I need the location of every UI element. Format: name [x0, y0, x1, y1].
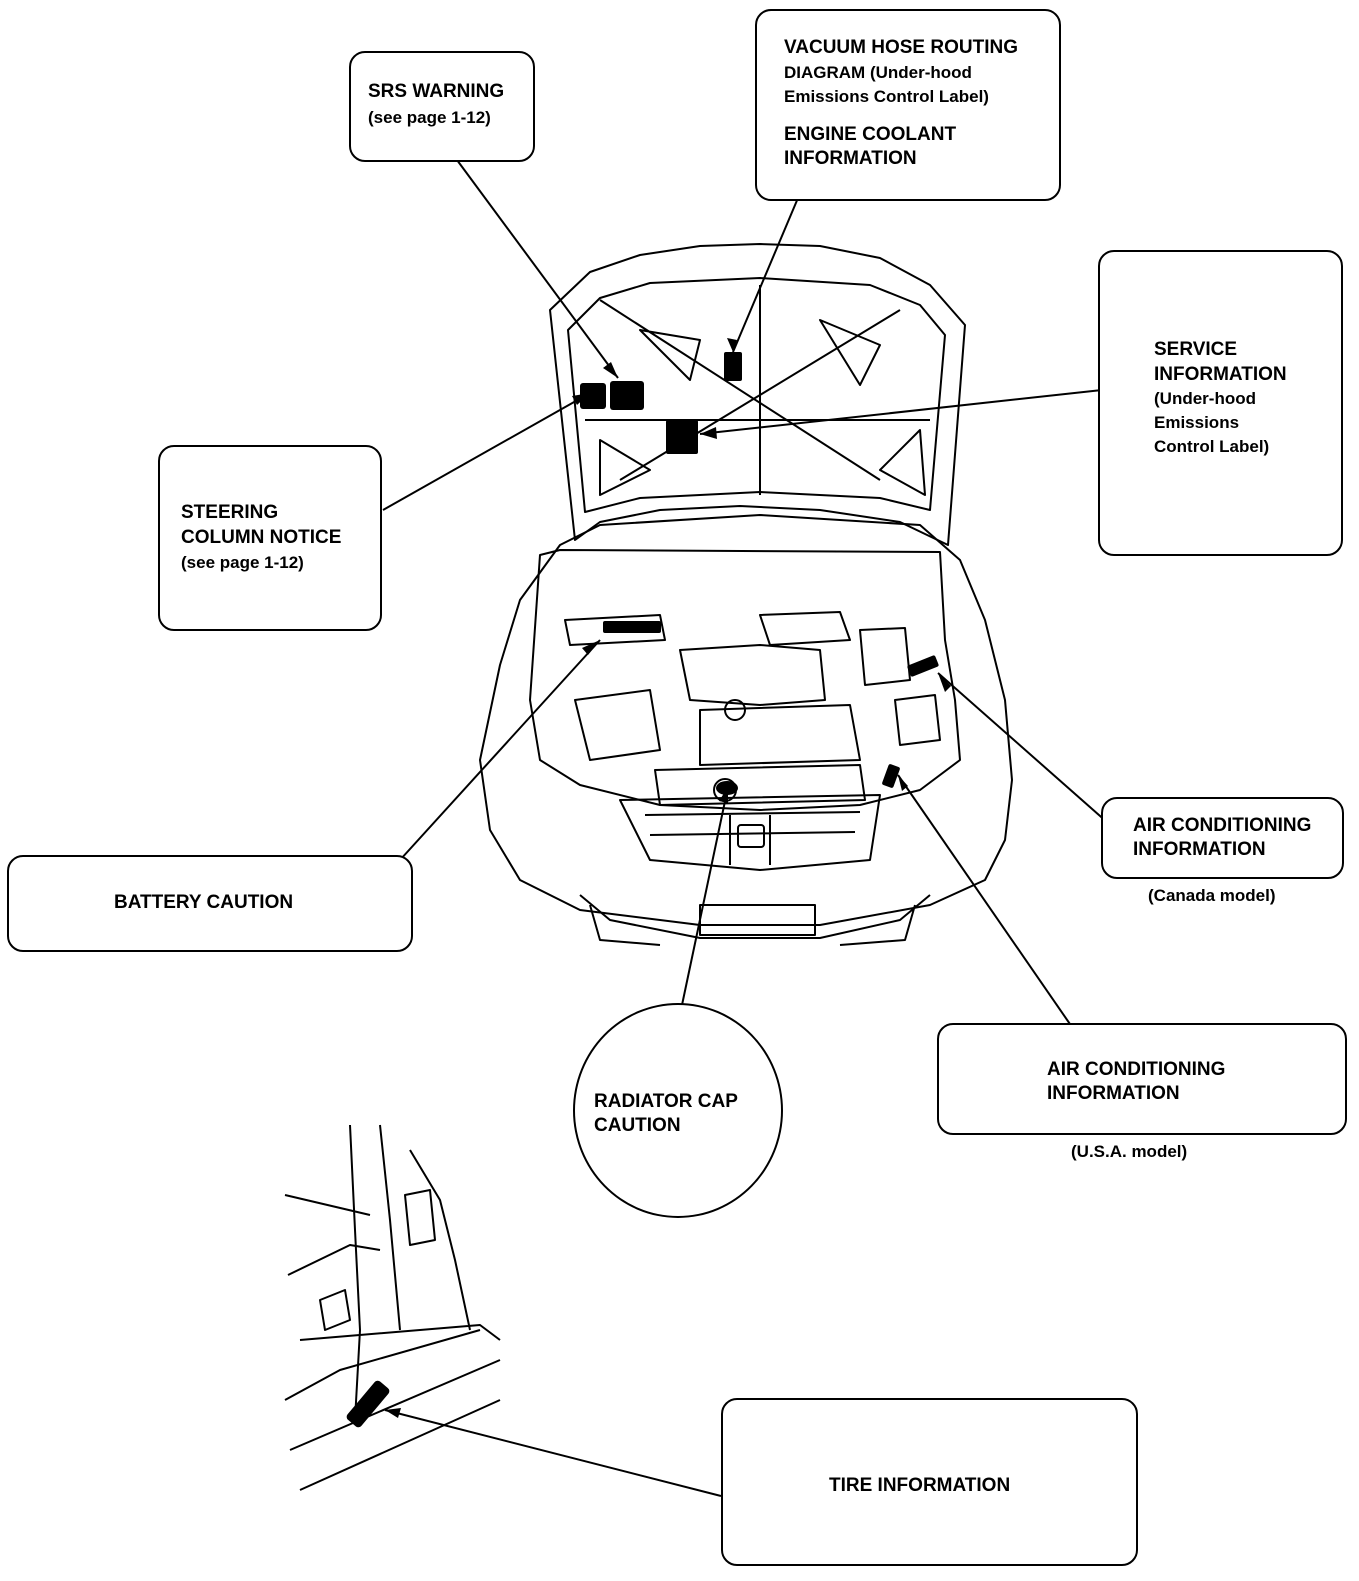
hood-inner: [567, 277, 946, 513]
ac-usa-model-note: (U.S.A. model): [1071, 1142, 1188, 1161]
service-info-line3: (Under-hood: [1154, 389, 1256, 408]
label-markers: [346, 352, 939, 1428]
engine-components: [564, 611, 941, 806]
ac-canada-label-marker: [907, 655, 939, 677]
ac-usa-line1: AIR CONDITIONING: [1047, 1059, 1226, 1080]
tire-info-callout: [721, 1398, 1138, 1566]
radiator-cap-callout: [573, 1003, 783, 1218]
steering-column-callout: [158, 445, 382, 631]
srs-warning-subtitle: (see page 1-12): [368, 108, 491, 127]
vacuum-hose-label-marker: [724, 352, 742, 381]
hood-outline: [549, 243, 966, 546]
service-info-line2: INFORMATION: [1154, 364, 1287, 385]
engine-coolant-line1: ENGINE COOLANT: [784, 124, 957, 145]
ac-usa-line2: INFORMATION: [1047, 1083, 1180, 1104]
ac-canada-line1: AIR CONDITIONING: [1133, 815, 1312, 836]
steering-column-line1: STEERING: [181, 502, 279, 523]
vacuum-hose-line3: Emissions Control Label): [784, 87, 989, 106]
vacuum-hose-callout: [755, 9, 1061, 201]
srs-warning-title: SRS WARNING: [368, 81, 505, 102]
grille-emblem: [737, 824, 765, 848]
vacuum-hose-line2: DIAGRAM (Under-hood: [784, 63, 972, 82]
srs-warning-callout: [349, 51, 535, 162]
ac-usa-label-marker: [882, 764, 900, 788]
radiator-cap-ring: [724, 699, 746, 721]
car-body-outline: [479, 514, 1013, 926]
ac-canada-callout: [1101, 797, 1344, 879]
radiator-cap-label-marker: [716, 781, 738, 795]
license-recess: [699, 904, 816, 936]
service-info-line5: Control Label): [1154, 437, 1270, 456]
arrowheads: [385, 338, 951, 1418]
engine-coolant-line2: INFORMATION: [784, 148, 917, 169]
grille: [619, 794, 881, 871]
bumper: [579, 894, 931, 946]
door-pillar-outline: [284, 1124, 501, 1491]
engine-bay-edge: [529, 549, 961, 811]
tire-info-label: TIRE INFORMATION: [829, 1475, 1011, 1496]
service-info-label-marker: [666, 420, 698, 454]
ac-usa-callout: [937, 1023, 1347, 1135]
service-info-line4: Emissions: [1154, 413, 1240, 432]
tire-info-label-marker: [346, 1380, 390, 1428]
service-info-callout: [1098, 250, 1343, 556]
service-info-line1: SERVICE: [1154, 339, 1238, 360]
ac-canada-line2: INFORMATION: [1133, 839, 1266, 860]
leader-lines: [382, 159, 1109, 1497]
radiator-cap-line2: CAUTION: [594, 1115, 681, 1136]
radiator-cap-line1: RADIATOR CAP: [594, 1091, 738, 1112]
battery-caution-label: BATTERY CAUTION: [114, 892, 294, 913]
steering-column-line2: COLUMN NOTICE: [181, 527, 342, 548]
hood-bracing: [585, 285, 930, 496]
steering-column-subtitle: (see page 1-12): [181, 553, 304, 572]
battery-label-marker: [603, 621, 661, 633]
vacuum-hose-line1: VACUUM HOSE ROUTING: [784, 37, 1018, 58]
ac-canada-model-note: (Canada model): [1148, 886, 1276, 905]
srs-label-marker: [610, 381, 644, 410]
steering-column-label-marker: [580, 383, 606, 409]
battery-caution-callout: [7, 855, 413, 952]
